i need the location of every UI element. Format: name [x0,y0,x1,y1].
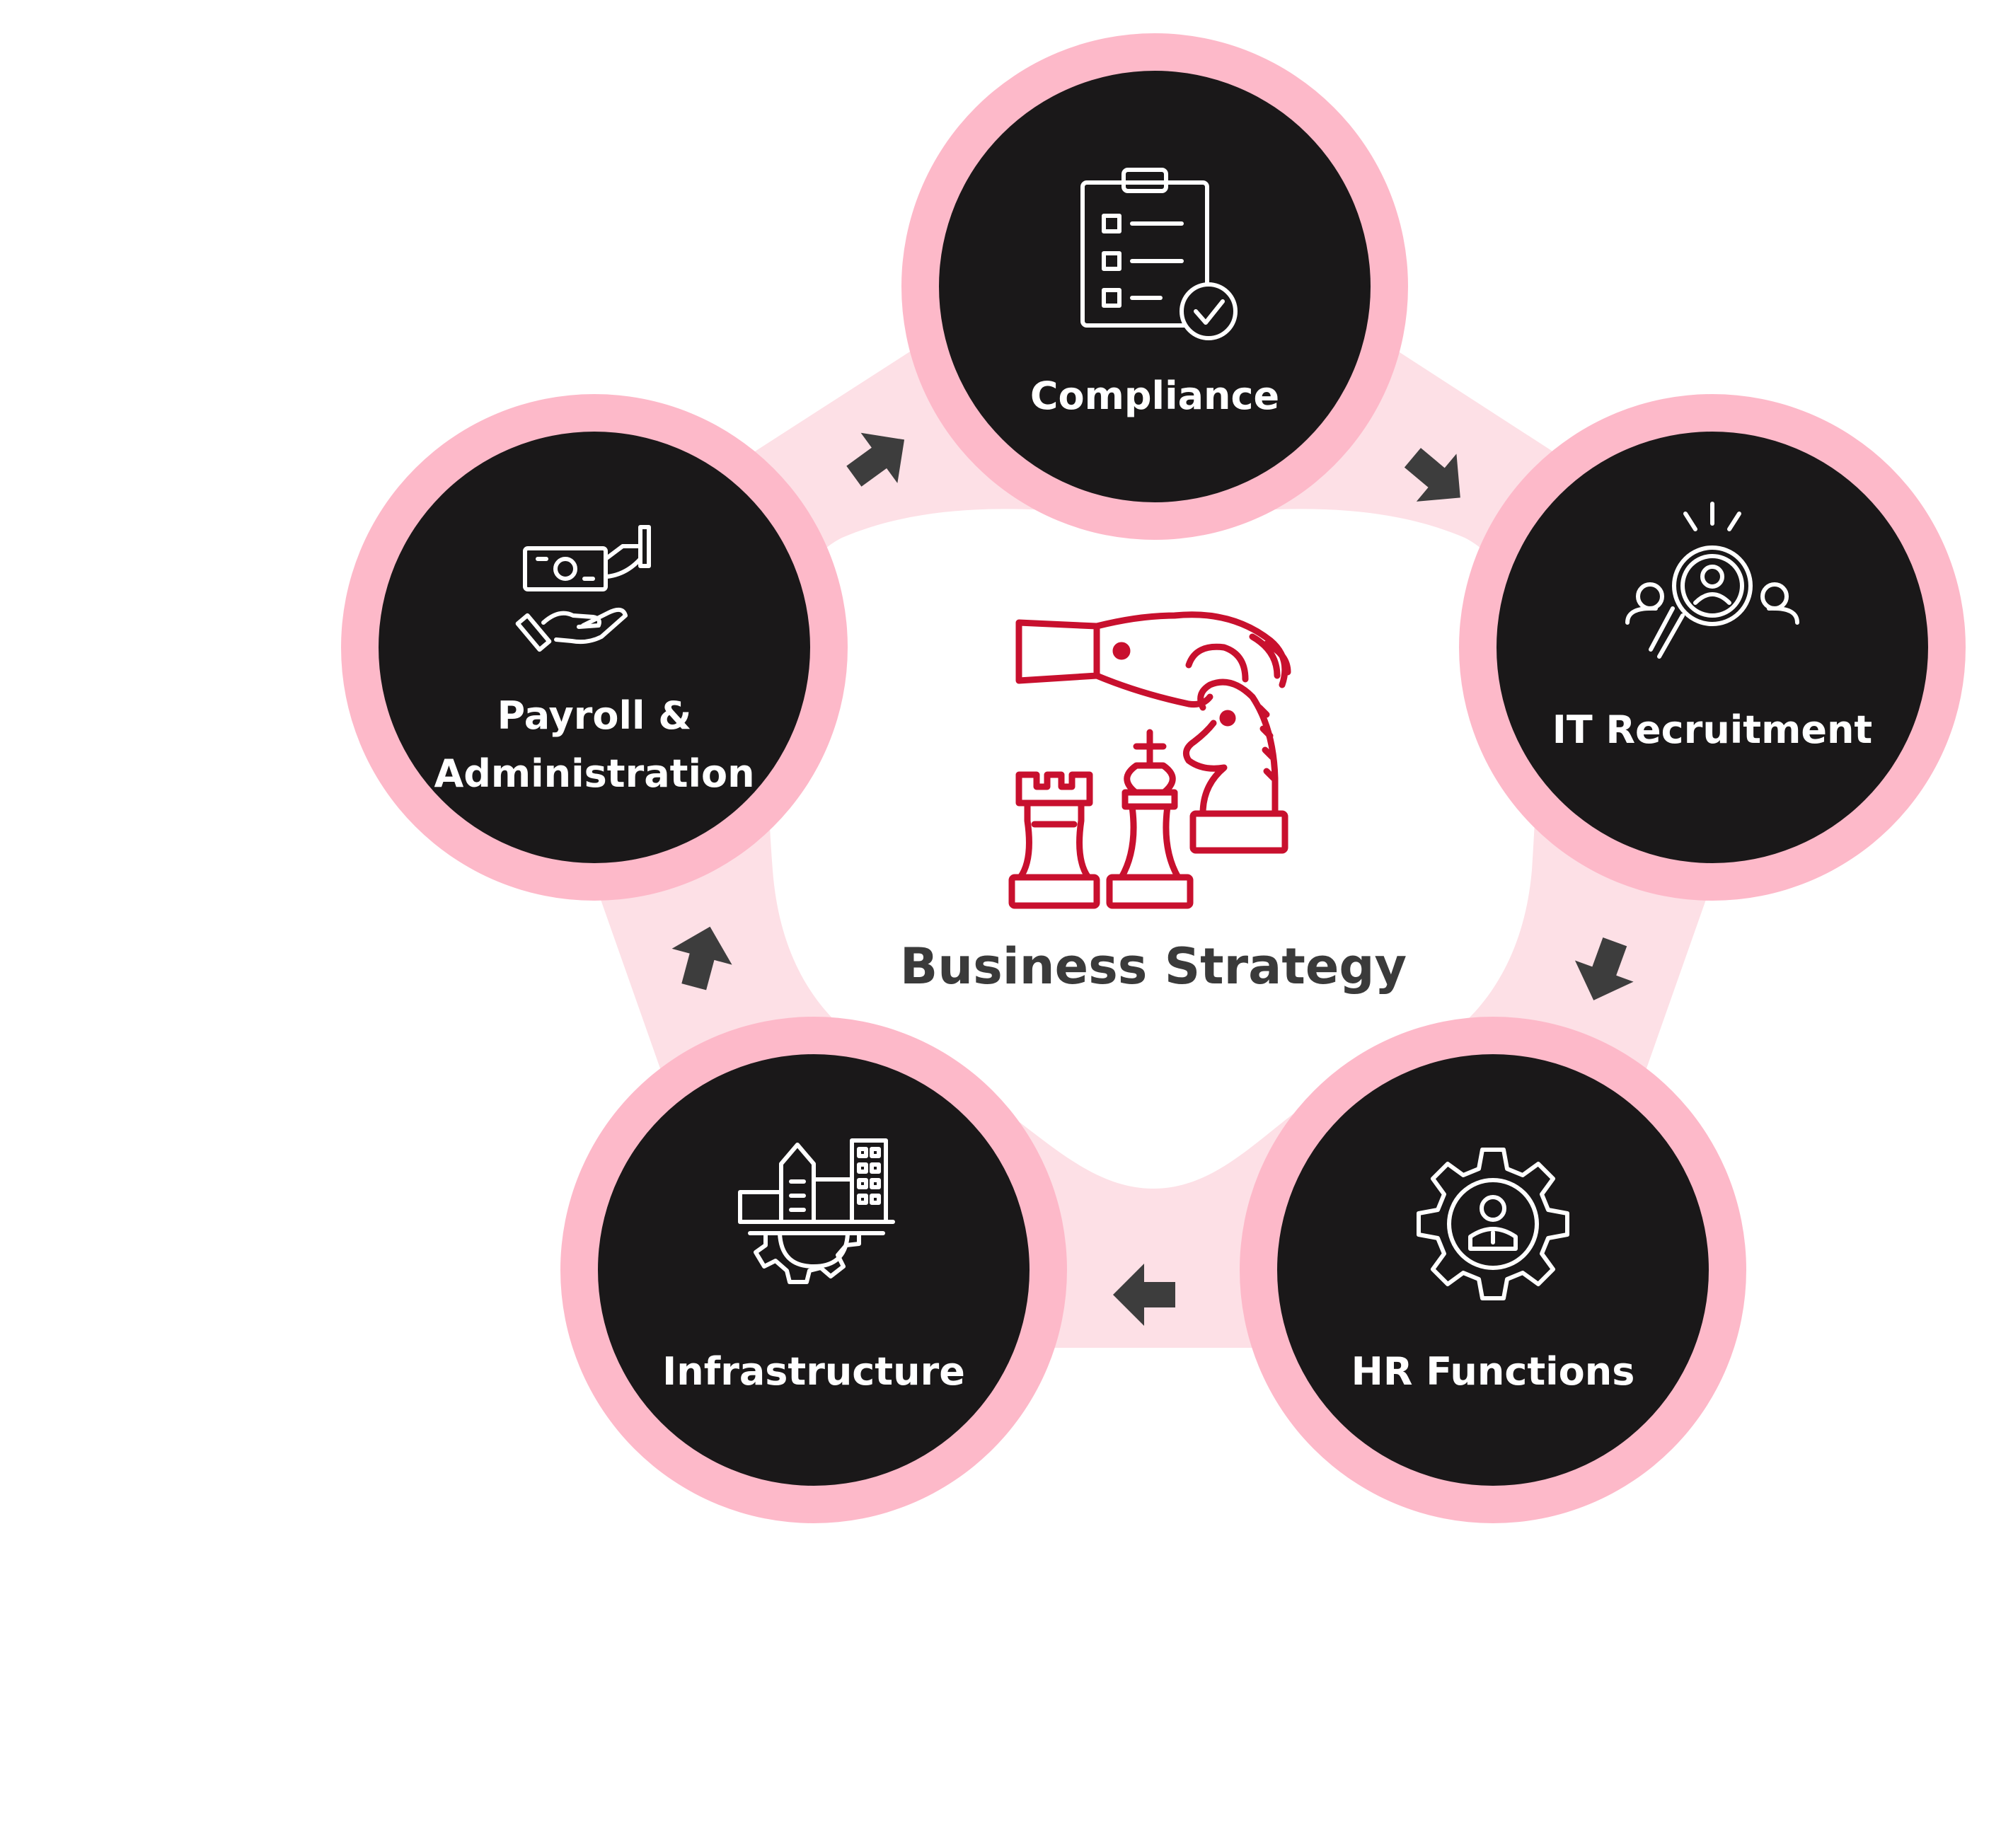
node-it-recruitment[interactable]: IT Recruitment [1459,394,1966,901]
buildings-gear-icon [738,1138,895,1284]
node-payroll-administration[interactable]: Payroll & Administration [341,394,848,901]
node-hr-functions[interactable]: HR Functions [1240,1017,1746,1523]
arrow-infrastructure-to-payroll [671,926,732,991]
node-label-payroll-line1: Payroll & [497,693,692,738]
talent-search-icon [1625,502,1799,659]
node-label-hr-functions: HR Functions [1351,1349,1635,1394]
node-label-compliance: Compliance [1030,374,1279,418]
node-label-payroll-line2: Administration [434,751,754,796]
chess-strategy-icon [1008,611,1291,909]
gear-person-icon [1417,1148,1569,1300]
arrow-payroll-to-compliance [846,432,905,487]
arrow-hr-to-infrastructure [1113,1264,1175,1326]
center-label-business-strategy: Business Strategy [900,937,1407,995]
node-label-infrastructure: Infrastructure [662,1349,965,1394]
node-compliance[interactable]: Compliance [901,33,1408,540]
clipboard-check-icon [1080,168,1238,340]
center-area [768,509,1537,1189]
flow-arrows [671,432,1634,1326]
arrow-compliance-to-it [1404,448,1460,502]
arrow-it-to-hr [1574,937,1634,1000]
node-label-it-recruitment: IT Recruitment [1552,708,1873,752]
money-hand-icon [515,525,651,652]
node-infrastructure[interactable]: Infrastructure [560,1017,1067,1523]
